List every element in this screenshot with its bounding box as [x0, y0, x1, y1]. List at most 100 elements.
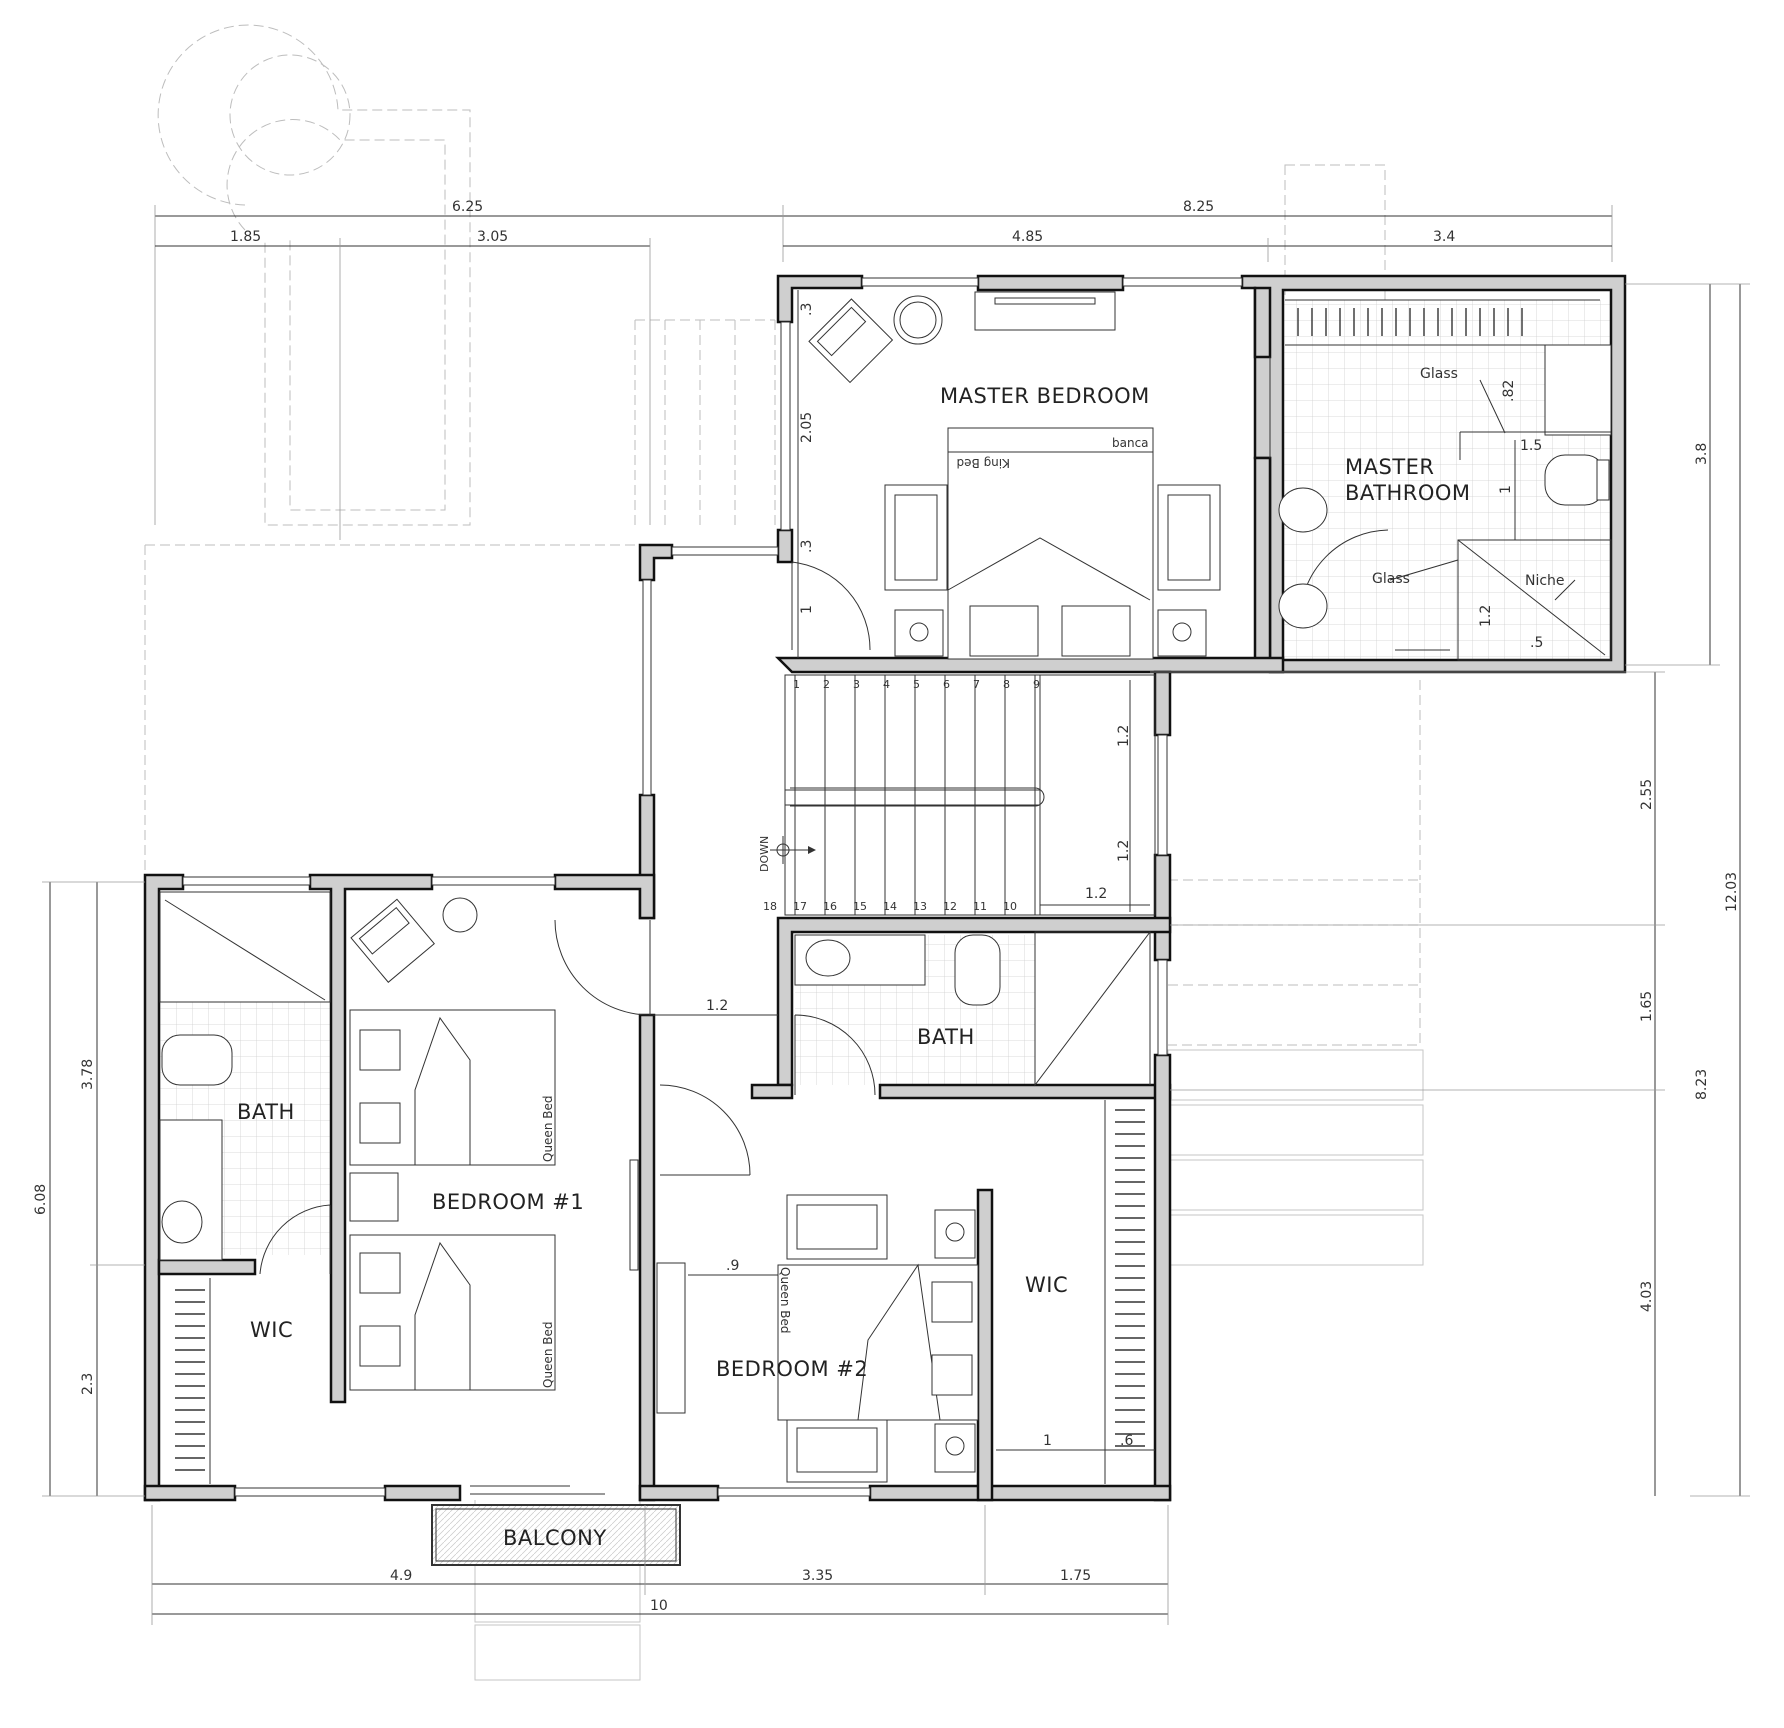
dim-right-1-65: 1.65 [1639, 991, 1655, 1022]
left-bath-fixtures [159, 891, 331, 1261]
stair-3: 3 [853, 678, 860, 691]
dim-mbath-82: .82 [1501, 380, 1517, 402]
dim-left-6-08: 6.08 [33, 1184, 49, 1215]
bedroom1-furniture [349, 897, 639, 1391]
master-bedroom-furniture [808, 291, 1221, 660]
armchair-master [808, 298, 894, 384]
center-bath-fixtures [794, 931, 1152, 1087]
dim-right-4-03: 4.03 [1639, 1281, 1655, 1312]
stair-9: 9 [1033, 678, 1040, 691]
dim-top-3-4: 3.4 [1433, 229, 1455, 245]
dim-wic-1: 1 [1043, 1433, 1052, 1449]
room-master-bathroom-line2: BATHROOM [1345, 481, 1471, 505]
room-wic-right: WIC [1025, 1273, 1068, 1297]
ground-floor-ghost-lines [144, 24, 1424, 1681]
stair-numbers: 1 2 3 4 5 6 7 8 9 18 17 16 15 14 13 12 1… [758, 678, 1040, 913]
balcony [431, 1504, 681, 1566]
dim-mb-3-bottom: .3 [799, 540, 815, 553]
staircase [770, 674, 1156, 916]
dim-mbath-1-5: 1.5 [1520, 438, 1542, 454]
dim-wic-6: .6 [1120, 1433, 1133, 1449]
label-queen-bed-2: Queen Bed [541, 1322, 555, 1388]
windows [182, 277, 1243, 1497]
dim-right-2-55: 2.55 [1639, 779, 1655, 810]
label-queen-bed-3: Queen Bed [778, 1267, 792, 1333]
dim-left-2-3: 2.3 [80, 1373, 96, 1395]
stair-8: 8 [1003, 678, 1010, 691]
label-queen-bed-1: Queen Bed [541, 1096, 555, 1162]
room-master-bathroom-line1: MASTER [1345, 455, 1435, 479]
stair-14: 14 [883, 900, 897, 913]
wall-wic-partition [976, 1188, 994, 1502]
stair-15: 15 [853, 900, 867, 913]
room-bedroom2: BEDROOM #2 [716, 1357, 868, 1381]
toilet-center [954, 934, 1001, 1006]
walls [143, 274, 1627, 1502]
dim-mbath-1-2: 1.2 [1478, 605, 1494, 627]
fixture-labels: banca King Bed Queen Bed Queen Bed Queen… [541, 366, 1565, 1388]
dim-stair-1-2-lower: 1.2 [1116, 840, 1132, 862]
dim-top-6-25: 6.25 [452, 199, 483, 215]
wall-master-bottom [774, 656, 1285, 674]
stair-10: 10 [1003, 900, 1017, 913]
wall-bedroom-partition [638, 1013, 656, 1502]
toilet-left [161, 1034, 233, 1086]
dim-mbath-5: .5 [1530, 635, 1543, 651]
stair-11: 11 [973, 900, 987, 913]
right-wic-fixtures [1104, 1100, 1145, 1484]
dim-stair-1-2-upper: 1.2 [1116, 725, 1132, 747]
room-master-bedroom: MASTER BEDROOM [940, 384, 1150, 408]
room-bath-left: BATH [237, 1100, 295, 1124]
dim-bottom-3-35: 3.35 [802, 1568, 833, 1584]
dim-bottom-1-75: 1.75 [1060, 1568, 1091, 1584]
dim-bottom-4-9: 4.9 [390, 1568, 412, 1584]
label-banca: banca [1112, 436, 1149, 450]
dim-right-3-8: 3.8 [1694, 443, 1710, 465]
stair-1: 1 [793, 678, 800, 691]
stair-17: 17 [793, 900, 807, 913]
stair-16: 16 [823, 900, 837, 913]
dimension-lines [42, 205, 1750, 1625]
dim-right-8-23: 8.23 [1694, 1069, 1710, 1100]
dim-top-8-25: 8.25 [1183, 199, 1214, 215]
stair-13: 13 [913, 900, 927, 913]
room-wic-left: WIC [250, 1318, 293, 1342]
dim-mb-2-05: 2.05 [799, 412, 815, 443]
label-glass-top: Glass [1420, 366, 1458, 382]
wall-master-top [976, 274, 1125, 292]
stair-5: 5 [913, 678, 920, 691]
stair-12: 12 [943, 900, 957, 913]
stair-down-label: DOWN [758, 836, 771, 872]
dim-left-3-78: 3.78 [80, 1059, 96, 1090]
dim-top-1-85: 1.85 [230, 229, 261, 245]
dim-bottom-10: 10 [650, 1598, 668, 1614]
dim-hall-1-2: 1.2 [706, 998, 728, 1014]
dim-mbath-1: 1 [1498, 485, 1514, 494]
wall-master-left [776, 274, 864, 324]
room-bedroom1: BEDROOM #1 [432, 1190, 584, 1214]
bedroom2-furniture [656, 1194, 979, 1483]
room-labels: MASTER BEDROOM MASTER BATHROOM BATH BATH… [237, 384, 1471, 1550]
dim-right-12-03: 12.03 [1724, 872, 1740, 912]
stair-6: 6 [943, 678, 950, 691]
dimension-labels: 6.25 8.25 1.85 3.05 4.85 3.4 .3 2.05 .3 … [33, 199, 1740, 1614]
banca-bench [947, 427, 1154, 453]
left-wic-fixtures [175, 1278, 211, 1484]
room-balcony: BALCONY [503, 1526, 607, 1550]
armchair-bedroom1 [350, 898, 435, 983]
stair-4: 4 [883, 678, 890, 691]
dim-top-3-05: 3.05 [477, 229, 508, 245]
wall-right-outer [1153, 1053, 1172, 1502]
label-niche: Niche [1525, 573, 1565, 589]
stair-7: 7 [973, 678, 980, 691]
dim-stair-1-2-width: 1.2 [1085, 886, 1107, 902]
dim-top-4-85: 4.85 [1012, 229, 1043, 245]
toilet-master [1544, 454, 1606, 506]
room-bath-center: BATH [917, 1025, 975, 1049]
stair-18: 18 [763, 900, 777, 913]
stair-2: 2 [823, 678, 830, 691]
dim-mb-door-1: 1 [799, 605, 815, 614]
wall-bottom-left [143, 1484, 237, 1502]
dim-mb-3-top: .3 [799, 303, 815, 316]
